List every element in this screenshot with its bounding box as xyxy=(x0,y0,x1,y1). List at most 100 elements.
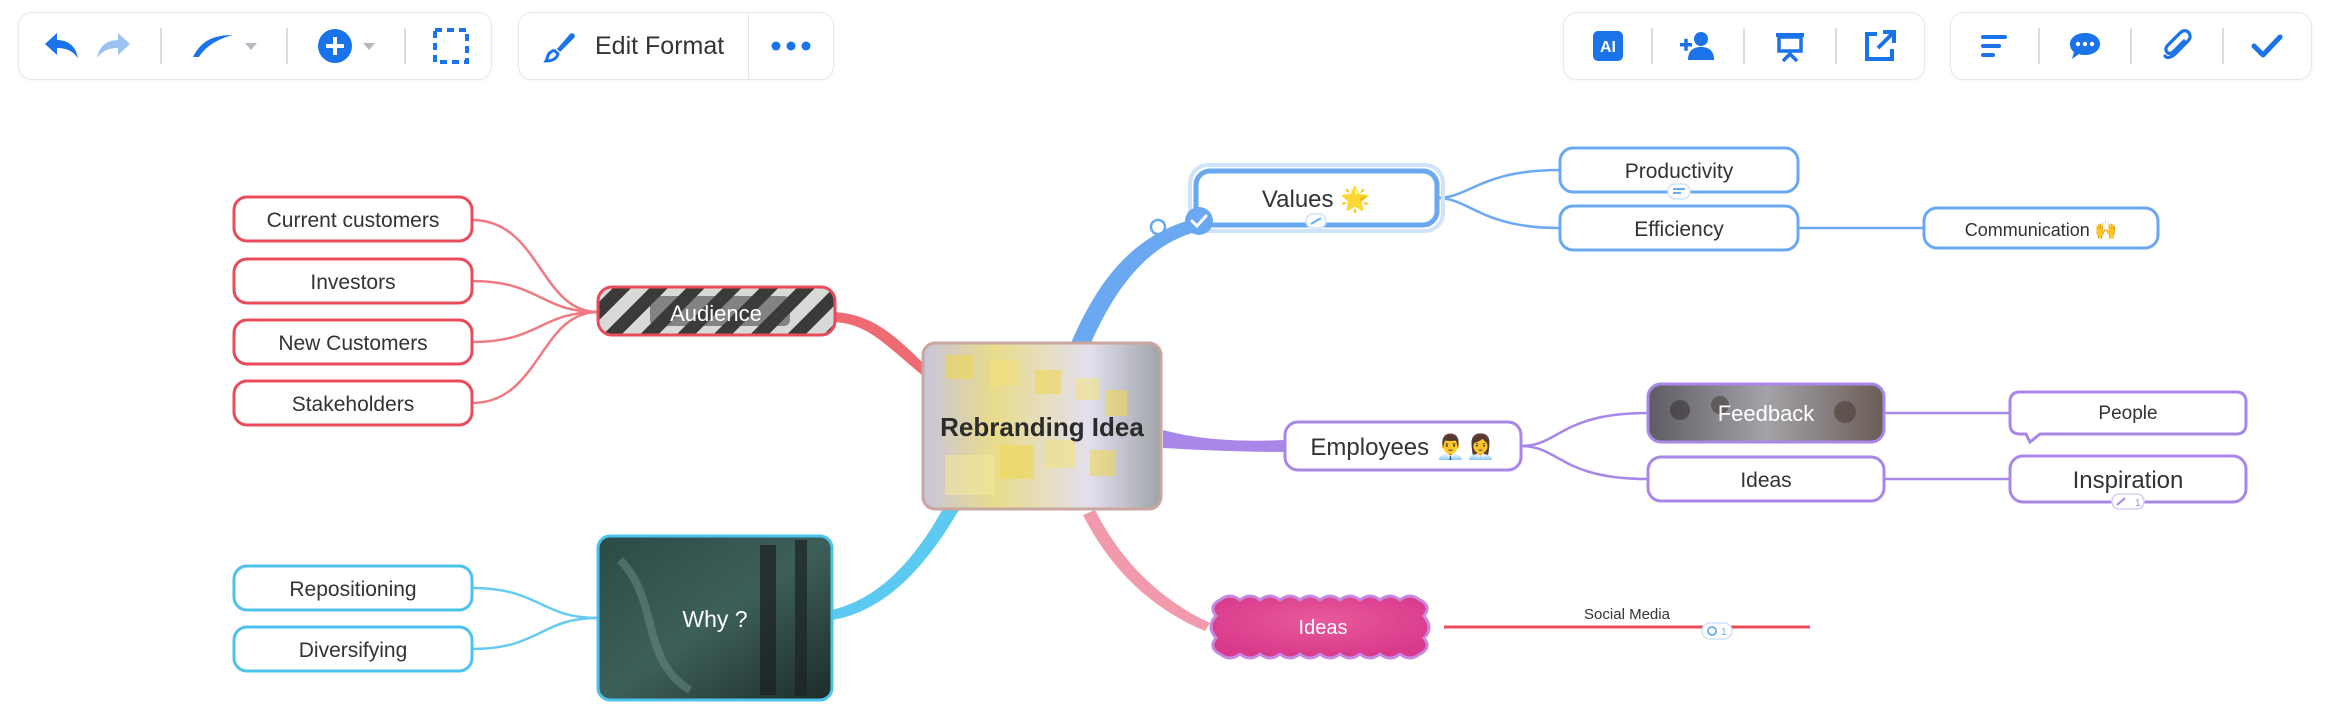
undo-button[interactable] xyxy=(37,13,87,79)
inspiration-node[interactable]: Inspiration xyxy=(2008,454,2248,504)
branch-why xyxy=(832,505,960,620)
node-label: People xyxy=(2098,403,2157,424)
audience-child-investors[interactable]: Investors xyxy=(232,257,474,305)
branch-audience xyxy=(835,312,925,375)
export-icon xyxy=(1864,30,1896,61)
employees-node[interactable]: Employees 👨‍💼👩‍💼 xyxy=(1283,420,1523,472)
values-child-efficiency[interactable]: Efficiency xyxy=(1558,204,1800,252)
badge-count: 1 xyxy=(2135,498,2141,509)
marquee-select-icon xyxy=(432,28,469,64)
chevron-down-icon xyxy=(363,42,376,50)
why-child-repositioning[interactable]: Repositioning xyxy=(232,564,474,612)
values-connectors xyxy=(1436,168,1924,230)
values-grandchild-communication[interactable]: Communication 🙌 xyxy=(1922,206,2160,250)
edit-format-button[interactable]: Edit Format xyxy=(519,13,750,79)
node-label: Efficiency xyxy=(1634,218,1724,241)
selected-check-badge[interactable] xyxy=(1185,207,1213,235)
more-dots-icon xyxy=(771,41,811,51)
share-user-button[interactable] xyxy=(1659,13,1737,79)
center-node-label: Rebranding Idea xyxy=(940,412,1144,442)
why-label: Why ? xyxy=(682,606,747,632)
attachments-button[interactable] xyxy=(2138,13,2216,79)
social-media-attachment-badge[interactable]: 1 xyxy=(1701,622,1733,640)
branch-curve-icon xyxy=(192,35,233,57)
toolbar-separator xyxy=(2130,28,2132,64)
resize-handle[interactable] xyxy=(1149,218,1167,236)
audience-child-new-customers[interactable]: New Customers xyxy=(232,318,474,366)
audience-child-current-customers[interactable]: Current customers xyxy=(232,195,474,243)
ideas-label: Ideas xyxy=(1299,617,1348,639)
node-label: New Customers xyxy=(278,332,427,355)
node-label: Communication 🙌 xyxy=(1965,220,2117,240)
undo-icon xyxy=(45,33,79,58)
ai-button[interactable]: AI xyxy=(1572,13,1645,79)
toolbar-panels xyxy=(1950,12,2312,80)
check-icon xyxy=(2251,34,2283,58)
export-button[interactable] xyxy=(1843,13,1916,79)
toolbar-collaborate: AI xyxy=(1563,12,1925,80)
why-connectors xyxy=(471,586,599,651)
employees-child-feedback[interactable]: Feedback xyxy=(1646,382,1886,444)
node-label: Productivity xyxy=(1625,160,1734,183)
add-node-button[interactable] xyxy=(310,13,382,79)
ai-label: AI xyxy=(1600,39,1616,56)
audience-label: Audience xyxy=(670,301,762,326)
values-link-badge[interactable] xyxy=(1305,213,1327,229)
node-label: Diversifying xyxy=(299,639,408,662)
branch-style-button[interactable] xyxy=(184,13,265,79)
center-node[interactable]: Rebranding Idea xyxy=(921,341,1163,511)
node-label: Investors xyxy=(310,271,395,294)
employees-child-ideas[interactable]: Ideas xyxy=(1646,455,1886,503)
node-label: Ideas xyxy=(1740,469,1791,492)
outline-icon xyxy=(1981,35,2008,57)
toolbar-history xyxy=(18,12,492,80)
social-media-label[interactable]: Social Media xyxy=(1584,606,1671,623)
presentation-icon xyxy=(1776,33,1805,62)
ideas-node[interactable]: Ideas xyxy=(1209,594,1431,660)
toolbar-separator xyxy=(2037,28,2040,64)
node-label: Current customers xyxy=(267,209,440,232)
productivity-note-badge[interactable] xyxy=(1667,183,1691,200)
add-user-icon xyxy=(1679,32,1714,60)
employees-label: Employees 👨‍💼👩‍💼 xyxy=(1310,433,1495,461)
redo-icon xyxy=(96,33,130,58)
people-callout-node[interactable]: People xyxy=(2008,390,2248,445)
toolbar-separator xyxy=(1835,28,1838,64)
node-label: Inspiration xyxy=(2073,467,2184,494)
inspiration-link-badge[interactable]: 1 xyxy=(2111,493,2145,510)
toolbar-separator xyxy=(404,28,407,64)
tasks-button[interactable] xyxy=(2230,13,2303,79)
toolbar-separator xyxy=(1650,28,1653,64)
values-node[interactable]: Values 🌟 xyxy=(1188,163,1445,233)
redo-button[interactable] xyxy=(87,13,137,79)
values-label: Values 🌟 xyxy=(1262,185,1370,213)
node-label: Feedback xyxy=(1718,401,1816,426)
branch-employees xyxy=(1163,430,1285,452)
edit-format-label: Edit Format xyxy=(595,31,725,60)
more-options-button[interactable] xyxy=(749,13,833,79)
node-label: Repositioning xyxy=(289,578,416,601)
ai-icon: AI xyxy=(1593,31,1624,61)
toolbar-separator xyxy=(1743,28,1745,64)
why-node[interactable]: Why ? xyxy=(596,534,834,702)
toolbar-separator xyxy=(2222,28,2225,64)
audience-child-stakeholders[interactable]: Stakeholders xyxy=(232,379,474,427)
branch-ideas xyxy=(1083,510,1210,631)
toolbar-format: Edit Format xyxy=(518,12,834,80)
toolbar-separator xyxy=(286,28,289,64)
chevron-down-icon xyxy=(244,42,257,50)
presentation-button[interactable] xyxy=(1751,13,1829,79)
employees-connectors xyxy=(1520,411,2010,481)
toolbar-separator xyxy=(159,28,162,64)
badge-count: 1 xyxy=(1721,627,1727,638)
audience-node[interactable]: Audience xyxy=(596,285,837,337)
plus-circle-icon xyxy=(318,29,353,63)
branch-values xyxy=(1070,220,1195,345)
outline-button[interactable] xyxy=(1959,13,2032,79)
values-child-productivity[interactable]: Productivity xyxy=(1558,146,1800,194)
why-child-diversifying[interactable]: Diversifying xyxy=(232,625,474,673)
paperclip-icon xyxy=(2163,29,2192,60)
comments-button[interactable] xyxy=(2046,13,2124,79)
select-area-button[interactable] xyxy=(428,13,473,79)
